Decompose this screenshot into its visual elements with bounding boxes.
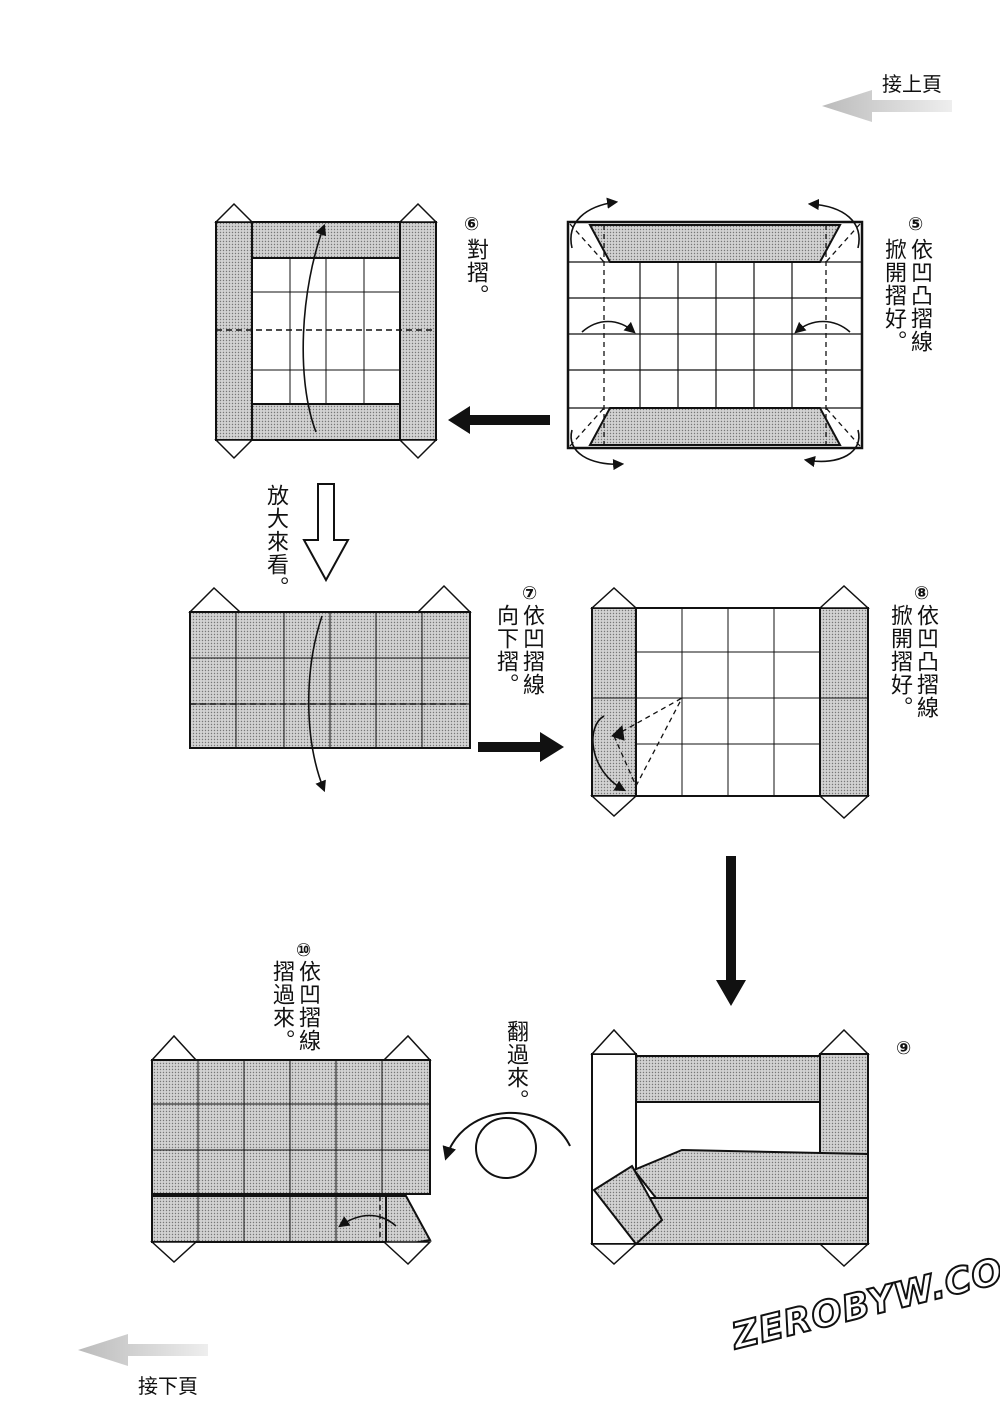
step-arrow-7-to-8 [478, 732, 564, 762]
step-8-line-2: 掀開摺好。 [887, 604, 912, 719]
next-page-label: 接下頁 [138, 1374, 198, 1398]
step-5-figure [566, 197, 864, 471]
step-6-line-1: 對摺。 [463, 238, 488, 307]
step-9-figure [590, 1028, 870, 1268]
zoom-note: 放大來看。 [263, 484, 288, 599]
step-6-figure [214, 202, 438, 460]
step-10-line-1: 依凹摺線 [295, 960, 320, 1052]
zoom-arrow [302, 483, 350, 583]
step-5-line-2: 掀開摺好。 [881, 238, 906, 353]
step-10-figure [150, 1034, 432, 1266]
step-5-number: ⑤ [908, 214, 924, 235]
step-8-line-1: 依凹凸摺線 [913, 604, 938, 719]
step-arrow-5-to-6 [448, 406, 550, 434]
step-7-figure [188, 584, 472, 793]
step-8-figure [590, 584, 870, 820]
step-6-number: ⑥ [464, 214, 480, 235]
step-7-line-1: 依凹摺線 [519, 604, 544, 696]
step-7-line-2: 向下摺。 [493, 604, 518, 696]
next-page-arrow [78, 1334, 208, 1366]
prev-page-label: 接上頁 [882, 72, 942, 96]
flip-symbol [442, 1112, 571, 1179]
step-9-number: ⑨ [896, 1038, 912, 1059]
flip-note: 翻過來。 [503, 1020, 528, 1112]
step-7-number: ⑦ [522, 583, 538, 604]
step-8-number: ⑧ [914, 583, 930, 604]
step-5-line-1: 依凹凸摺線 [907, 238, 932, 353]
step-10-line-2: 摺過來。 [269, 960, 294, 1052]
prev-page-arrow [822, 90, 952, 122]
step-arrow-8-to-9 [716, 856, 746, 1006]
step-10-number: ⑩ [296, 940, 312, 961]
